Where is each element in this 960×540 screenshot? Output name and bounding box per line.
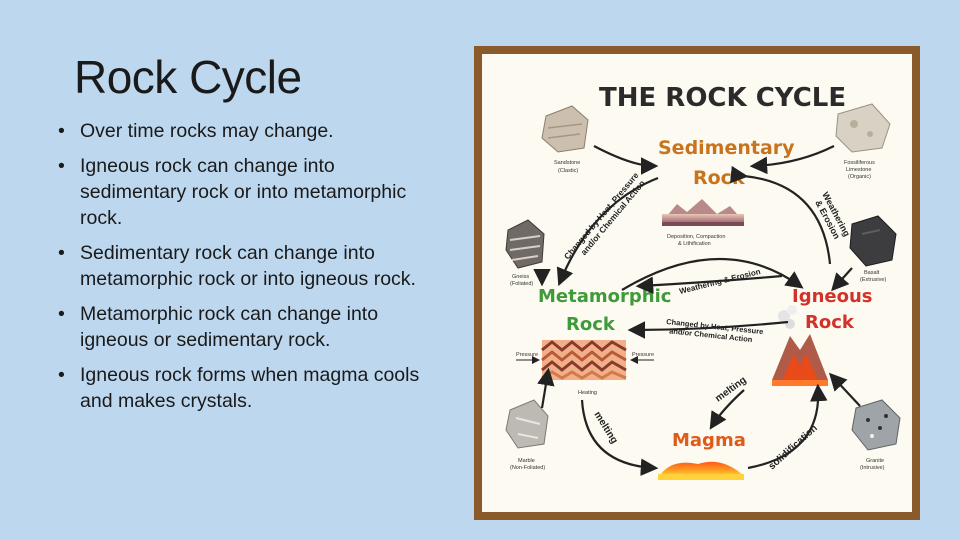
limestone-sample [835, 103, 891, 153]
arrow-granite [828, 372, 861, 407]
bullet-glyph: • [58, 303, 65, 325]
magma-illustration [658, 461, 744, 478]
magma-base [658, 474, 744, 480]
igneous-illustration [772, 305, 828, 386]
slide-title: Rock Cycle [74, 51, 302, 103]
arrow-sedimentary-to-metamorphic [556, 176, 659, 287]
sedimentary-illustration [662, 199, 744, 226]
bullet-glyph: • [58, 155, 65, 177]
bullet-text: Igneous rock forms when magma cools and … [80, 364, 420, 412]
bullet-text: Over time rocks may change. [80, 120, 334, 142]
heating-label: Heating [578, 390, 597, 396]
pressure-left-label: Pressure [516, 352, 538, 358]
diagram-title: THE ROCK CYCLE [599, 83, 846, 113]
pressure-right-label: Pressure [632, 352, 654, 358]
bullet-text: Igneous rock can change into sedimentary… [80, 155, 407, 229]
gneiss-sample [505, 219, 545, 269]
limestone-label-2: Limestone [846, 167, 871, 173]
arrow-igneous-to-metamorphic-heat [627, 320, 789, 339]
bullet-glyph: • [58, 120, 65, 142]
arrow-igneous-to-magma [709, 389, 745, 430]
arrow-marble [537, 367, 555, 409]
sedimentary-label: Sedimentary [658, 137, 795, 159]
metamorphic-label-rock: Rock [566, 314, 616, 335]
metamorphic-label: Metamorphic [538, 286, 671, 307]
arrow-magma-to-igneous [747, 383, 828, 470]
arrow-metamorphic-to-magma [580, 399, 659, 477]
bullet-item: • Igneous rock can change into sedimentar… [58, 153, 438, 231]
basalt-sample [849, 215, 897, 267]
sedimentary-label-rock: Rock [693, 167, 745, 189]
rock-cycle-diagram-frame: THE ROCK CYCLE Sedimentary Rock Depositi… [474, 46, 920, 520]
bullet-list: • Over time rocks may change. • Igneous ro… [58, 118, 438, 423]
limestone-sublabel: (Organic) [848, 174, 871, 180]
bullet-item: • Sedimentary rock can change into metamo… [58, 240, 438, 292]
marble-sublabel: (Non-Foliated) [510, 465, 545, 471]
deposition-label-1: Deposition, Compaction [667, 234, 725, 240]
igneous-label: Igneous [792, 286, 873, 307]
marble-sample [505, 399, 549, 449]
magma-label: Magma [672, 430, 746, 451]
rock-cycle-diagram: THE ROCK CYCLE Sedimentary Rock Depositi… [482, 54, 912, 512]
gneiss-sublabel: (Foliated) [510, 281, 533, 287]
deposition-label-2: & Lithification [678, 241, 711, 247]
bullet-text: Metamorphic rock can change into igneous… [80, 303, 379, 351]
bullet-item: • Igneous rock forms when magma cools and… [58, 362, 438, 414]
bullet-item: • Over time rocks may change. [58, 118, 438, 144]
marble-label: Marble [518, 458, 535, 464]
limestone-label: Fossiliferous [844, 160, 875, 166]
granite-sample [851, 399, 901, 451]
cycle-arrows [533, 145, 861, 477]
granite-label: Granite [866, 458, 884, 464]
arrow-metamorphic-to-sedimentary [621, 257, 804, 291]
basalt-label: Basalt [864, 270, 880, 276]
metamorphic-illustration [541, 340, 627, 380]
bullet-glyph: • [58, 364, 65, 386]
arrow-basalt [831, 267, 853, 292]
arrow-igneous-to-metamorphic-weathering [635, 274, 783, 295]
basalt-sublabel: (Extrusive) [860, 277, 886, 283]
igneous-label-rock: Rock [805, 312, 855, 333]
bullet-text: Sedimentary rock can change into metamor… [80, 242, 416, 290]
sandstone-label: Sandstone [554, 160, 580, 166]
arrow-sandstone-to-sedimentary [593, 145, 659, 175]
sandstone-sample [541, 105, 589, 153]
gneiss-label: Gneiss [512, 274, 529, 280]
arrow-limestone-to-sedimentary [749, 145, 835, 175]
sandstone-sublabel: (Clastic) [558, 168, 578, 174]
arrow-igneous-to-sedimentary [729, 165, 832, 265]
granite-sublabel: (Intrusive) [860, 465, 885, 471]
bullet-item: • Metamorphic rock can change into igneou… [58, 301, 438, 353]
bullet-glyph: • [58, 242, 65, 264]
